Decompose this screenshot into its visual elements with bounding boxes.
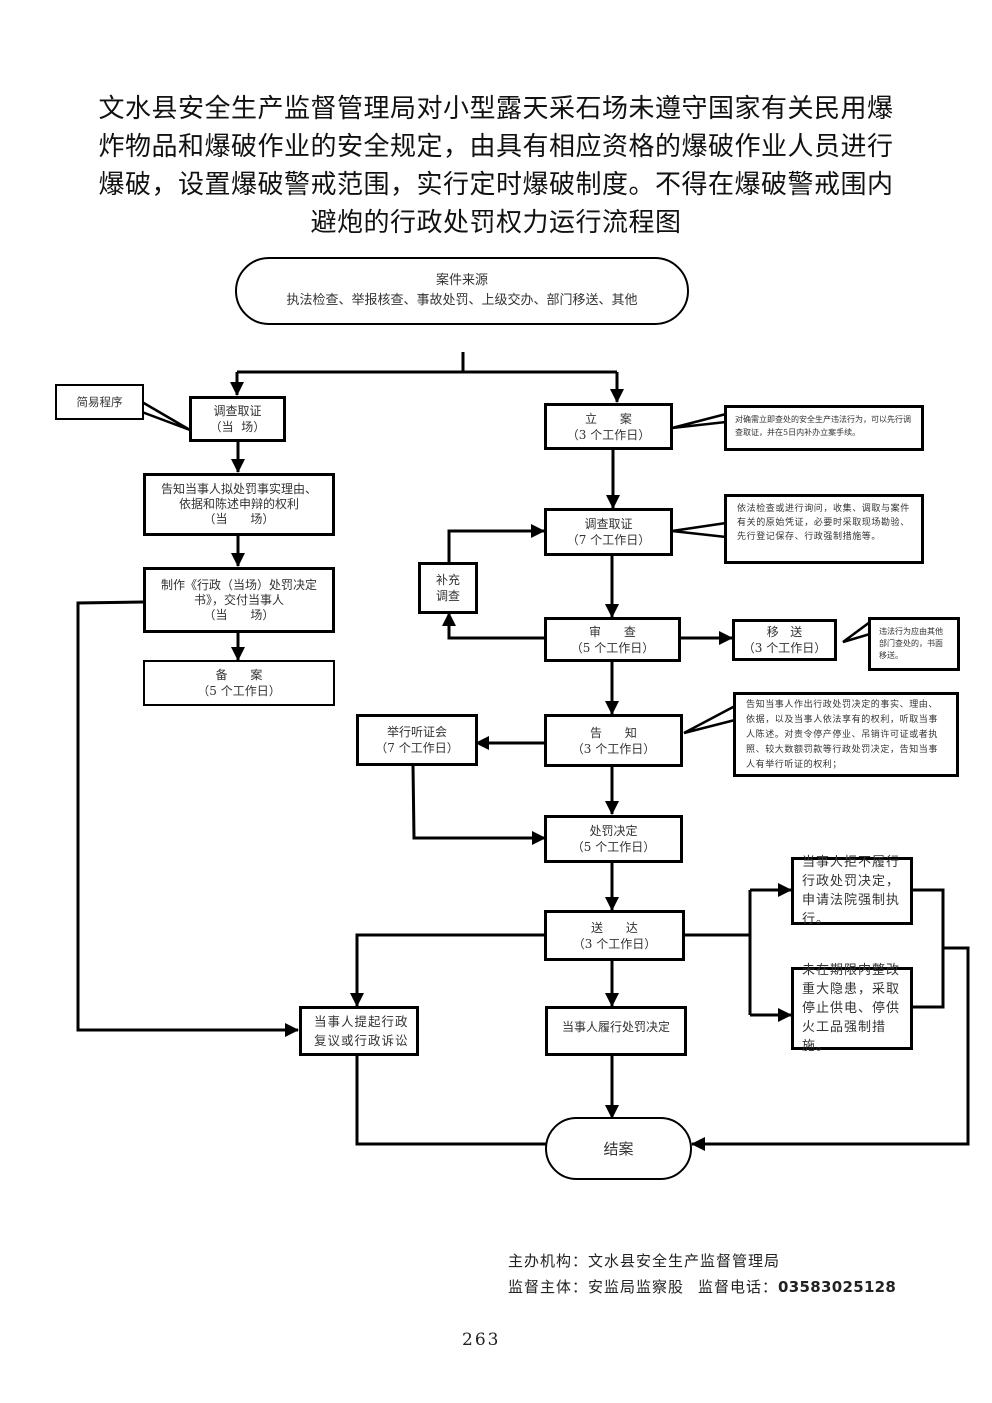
connector-refuse-out: [912, 888, 945, 1009]
phone-value: 03583025128: [778, 1278, 897, 1296]
step-transfer: 移 送 （3 个工作日）: [732, 619, 837, 661]
note-notify: 告知当事人作出行政处罚决定的事实、理由、依据，以及当事人依法享有的权利，听取当事…: [733, 692, 959, 777]
step-onsite-notify: 告知当事人拟处罚事实理由、 依据和陈述申辩的权利 （当 场）: [143, 473, 335, 536]
step-deliver: 送 达 （3 个工作日）: [544, 910, 685, 961]
page-number: 263: [462, 1330, 501, 1350]
callout-pointer-register: [671, 412, 728, 430]
footer-supervisor: 监督主体：安监局监察股监督电话：03583025128: [508, 1276, 896, 1297]
supervisor-value: 安监局监察股: [588, 1278, 685, 1296]
footer-organizer: 主办机构：文水县安全生产监督管理局: [508, 1250, 780, 1271]
organizer-value: 文水县安全生产监督管理局: [588, 1252, 781, 1270]
case-source-title: 案件来源: [435, 273, 488, 288]
connector-enforcement-to-end: [691, 946, 970, 1151]
page-title: 文水县安全生产监督管理局对小型露天采石场未遵守国家有关民用爆 炸物品和爆破作业的…: [80, 90, 912, 242]
case-source-list: 执法检查、举报核查、事故处罚、上级交办、部门移送、其他: [286, 293, 638, 308]
simple-procedure-label: 简易程序: [55, 384, 144, 420]
arrow-supplement-to-investigate: [447, 524, 545, 568]
title-line: 炸物品和爆破作业的安全规定，由具有相应资格的爆破作业人员进行: [98, 132, 894, 162]
organizer-label: 主办机构：: [508, 1252, 589, 1270]
end-terminal-close-case: 结案: [545, 1117, 692, 1180]
title-line: 爆破，设置爆破警戒范围，实行定时爆破制度。不得在爆破警戒围内: [98, 170, 894, 200]
connector-deliver-to-appeal: [350, 933, 545, 1007]
step-notify: 告 知 （3 个工作日）: [544, 714, 683, 767]
step-hearing: 举行听证会 （7 个工作日）: [356, 714, 478, 766]
supervisor-label: 监督主体：: [508, 1278, 589, 1296]
callout-pointer-simple: [140, 399, 191, 432]
step-hazard-enforcement: 未在期限内整改重大隐患，采取停止供电、停供火工品强制措施。: [791, 963, 913, 1054]
title-line: 避炮的行政处罚权力运行流程图: [310, 208, 682, 238]
note-investigation: 依法检查或进行询问，收集、调取与案件有关的原始凭证，必要时采取现场勘验、先行登记…: [724, 494, 924, 564]
step-investigation: 调查取证 （7 个工作日）: [544, 508, 673, 556]
step-appeal: 当事人提起行政 复议或行政诉讼: [299, 1006, 419, 1056]
step-onsite-investigation: 调查取证 （当 场）: [189, 396, 286, 442]
connector-review-to-supplement: [442, 612, 545, 640]
step-make-onsite-decision: 制作《行政（当场）处罚决定 书》，交付当事人 （当 场）: [143, 567, 335, 633]
callout-pointer-transfer: [842, 619, 872, 644]
step-filing: 备 案 （5 个工作日）: [143, 660, 335, 706]
connector-appeal-to-end: [355, 1056, 546, 1146]
title-line: 文水县安全生产监督管理局对小型露天采石场未遵守国家有关民用爆: [98, 94, 894, 124]
note-register: 对确需立即查处的安全生产违法行为，可以先行调查取证，并在5日内补办立案手续。: [724, 405, 924, 451]
step-review: 审 查 （5 个工作日）: [544, 617, 681, 662]
step-supplementary-investigation: 补充 调查: [418, 562, 478, 614]
callout-pointer-notify: [683, 703, 737, 735]
note-transfer: 违法行为应由其他部门查处的，书面移送。: [868, 617, 960, 671]
start-terminal-case-source: 案件来源 执法检查、举报核查、事故处罚、上级交办、部门移送、其他: [235, 257, 689, 325]
step-refuse-court-enforcement: 当事人拒不履行行政处罚决定，申请法院强制执行。: [791, 855, 913, 927]
connector-decision-to-appeal: [76, 600, 299, 1037]
step-penalty-decision: 处罚决定 （5 个工作日）: [544, 815, 683, 863]
connector-hearing-to-decision: [411, 764, 546, 845]
phone-label: 监督电话：: [698, 1278, 779, 1296]
callout-pointer-investigate: [671, 521, 728, 539]
step-register-case: 立 案 （3 个工作日）: [544, 403, 673, 450]
step-comply: 当事人履行处罚决定: [545, 1006, 687, 1056]
